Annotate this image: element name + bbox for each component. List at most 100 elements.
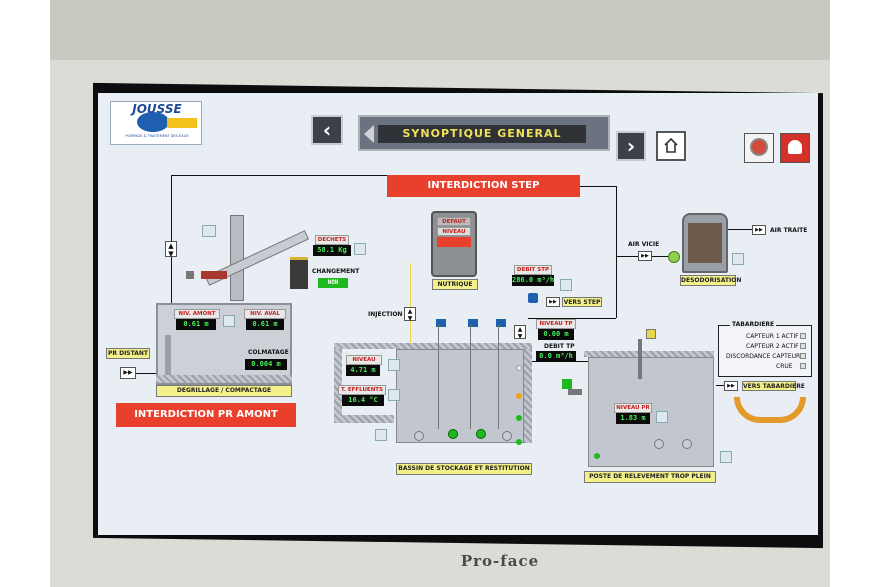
desodorisation-section-label: DESODORISATION — [680, 275, 742, 286]
title-left-arrow — [364, 125, 374, 143]
bassin-wall-left — [334, 343, 342, 423]
trop-plein-toggle-button[interactable]: ▲▼ — [514, 325, 526, 340]
injection-valve-3[interactable] — [496, 319, 506, 327]
pr-distant-arrow-button[interactable]: ▶▶ — [120, 367, 136, 379]
debit-tp-label: DEBIT TP — [544, 343, 575, 350]
injection-valve-1[interactable] — [436, 319, 446, 327]
previous-page-button[interactable]: ‹ — [311, 115, 343, 145]
niveau-tp-value: 0.00 m — [538, 329, 574, 340]
changement-label: CHANGEMENT — [312, 268, 360, 275]
screen-icon-9[interactable] — [720, 451, 732, 463]
screen-icon-1[interactable] — [202, 225, 216, 237]
debit-step-label: DEBIT STP — [514, 265, 552, 275]
bell-icon — [750, 138, 768, 156]
screen-icon-8[interactable] — [656, 411, 668, 423]
jousse-logo: JOUSSE POMPAGE & TRAITEMENT DES EAUX — [110, 101, 202, 145]
hmi-display: JOUSSE POMPAGE & TRAITEMENT DES EAUX ‹ S… — [98, 93, 818, 535]
pipe-step — [528, 318, 616, 319]
bassin-pump-3[interactable] — [476, 429, 486, 439]
poste-section-label: POSTE DE RELEVEMENT TROP PLEIN — [584, 471, 716, 483]
tabardiere-title: TABARDIERE — [730, 321, 777, 328]
fan-icon — [668, 251, 680, 263]
bassin-indicator-orange — [516, 393, 522, 399]
air-vicie-arrow-button[interactable]: ▶▶ — [638, 251, 652, 261]
bassin-niveau-label: NIVEAU — [346, 355, 382, 365]
poste-indicator-green — [594, 453, 600, 459]
tabardiere-item-1: CAPTEUR 1 ACTIF — [746, 333, 799, 340]
screen-icon-2[interactable] — [354, 243, 366, 255]
logo-text: JOUSSE — [132, 102, 182, 116]
air-traite-label: AIR TRAITE — [770, 227, 808, 234]
vers-tabardiere-arrow-button[interactable]: ▶▶ — [724, 381, 738, 391]
conveyor-column — [230, 215, 244, 301]
grid-square — [186, 271, 194, 279]
riser-3 — [498, 325, 499, 429]
degrillage-pipe — [165, 335, 171, 375]
flowmeter-icon — [528, 293, 538, 303]
alarm-bell-button[interactable] — [744, 133, 774, 163]
screen-icon-7[interactable] — [375, 429, 387, 441]
niveau-tp-label: NIVEAU TP — [536, 319, 576, 329]
tabardiere-status-2 — [800, 343, 806, 349]
tabardiere-item-4: CRUE — [776, 363, 793, 370]
poste-pipe-vertical — [638, 339, 642, 379]
pipe-air-traite — [728, 229, 752, 230]
degrillage-section-label: DEGRILLAGE / COMPACTAGE — [156, 385, 292, 397]
home-button[interactable] — [656, 131, 686, 161]
nutrique-niveau-label: NIVEAU — [437, 227, 471, 236]
screen-icon-10[interactable] — [732, 253, 744, 265]
niv-aval-label: NIV. AVAL — [244, 309, 286, 319]
conveyor-motor — [201, 271, 227, 279]
pr-distant-label: PR DISTANT — [106, 348, 150, 359]
wall-top — [50, 0, 830, 60]
screen-icon-6[interactable] — [388, 389, 400, 401]
injection-label: INJECTION — [368, 311, 403, 318]
home-icon — [663, 136, 678, 153]
injection-toggle-button[interactable]: ▲▼ — [404, 307, 416, 322]
colmatage-label: COLMATAGE — [248, 349, 289, 356]
tabardiere-status-3 — [800, 353, 806, 359]
bassin-water — [396, 349, 524, 443]
air-vicie-label: AIR VICIE — [628, 241, 660, 248]
vers-step-arrow-button[interactable]: ▶▶ — [546, 297, 560, 307]
bassin-pump-4[interactable] — [502, 431, 512, 441]
title-banner: SYNOPTIQUE GENERAL — [358, 115, 610, 151]
air-traite-arrow-button[interactable]: ▶▶ — [752, 225, 766, 235]
desodorisation-inner — [688, 223, 722, 263]
pipe-top — [171, 175, 387, 176]
screen-icon-3[interactable] — [223, 315, 235, 327]
logo-subtitle: POMPAGE & TRAITEMENT DES EAUX — [125, 134, 189, 138]
niveau-pr-label: NIVEAU PR — [614, 403, 652, 413]
next-page-button[interactable]: › — [616, 131, 646, 161]
colmatage-value: 0.004 m — [245, 359, 287, 370]
nutrique-level-bar — [437, 237, 471, 247]
t-effluents-value: 16.4 °C — [342, 395, 384, 406]
pipe-top-right — [580, 186, 616, 187]
bassin-wall-right — [524, 343, 532, 443]
waste-bin — [290, 257, 308, 289]
bassin-niveau-value: 4.71 m — [346, 365, 380, 376]
dechets-label: DECHETS — [315, 235, 349, 245]
pipe-pr-distant — [136, 373, 156, 374]
interdiction-pr-amont-alarm: INTERDICTION PR AMONT — [116, 403, 296, 427]
poste-pump-2[interactable] — [682, 439, 692, 449]
screen-icon-5[interactable] — [388, 359, 400, 371]
nutrique-defaut-label: DEFAUT — [437, 217, 471, 226]
alarm-acknowledge-button[interactable] — [780, 133, 810, 163]
bassin-top — [334, 343, 532, 349]
valve-toggle-left[interactable]: ▲▼ — [165, 241, 177, 258]
tabardiere-status-4 — [800, 363, 806, 369]
injection-valve-2[interactable] — [468, 319, 478, 327]
poste-tank — [588, 357, 714, 467]
bassin-pump-2[interactable] — [448, 429, 458, 439]
bassin-indicator-green-2 — [516, 439, 522, 445]
poste-pump-1[interactable] — [654, 439, 664, 449]
tabardiere-channel — [734, 397, 806, 423]
poste-valve[interactable] — [568, 389, 582, 395]
pipe-right-down — [616, 186, 617, 318]
screen-icon-4[interactable] — [560, 279, 572, 291]
nutrique-tank: DEFAUT NIVEAU — [431, 211, 477, 277]
bassin-pump-1[interactable] — [414, 431, 424, 441]
tabardiere-item-2: CAPTEUR 2 ACTIF — [746, 343, 799, 350]
t-effluents-label: T. EFFLUENTS — [338, 385, 386, 395]
